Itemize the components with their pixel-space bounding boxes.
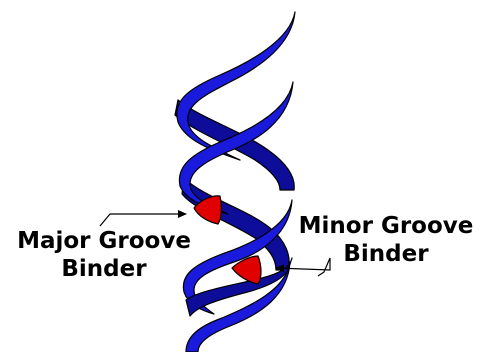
major-label-line-1: Major Groove [4, 227, 204, 255]
dna-helix-icon [175, 12, 295, 352]
minor-groove-binder-label: Minor Groove Binder [288, 212, 484, 268]
major-label-line-2: Binder [4, 255, 204, 283]
minor-label-line-2: Binder [288, 240, 484, 268]
major-binder-pointer-arrow-icon [100, 214, 186, 226]
minor-label-line-1: Minor Groove [288, 212, 484, 240]
major-groove-binder-label: Major Groove Binder [4, 227, 204, 283]
